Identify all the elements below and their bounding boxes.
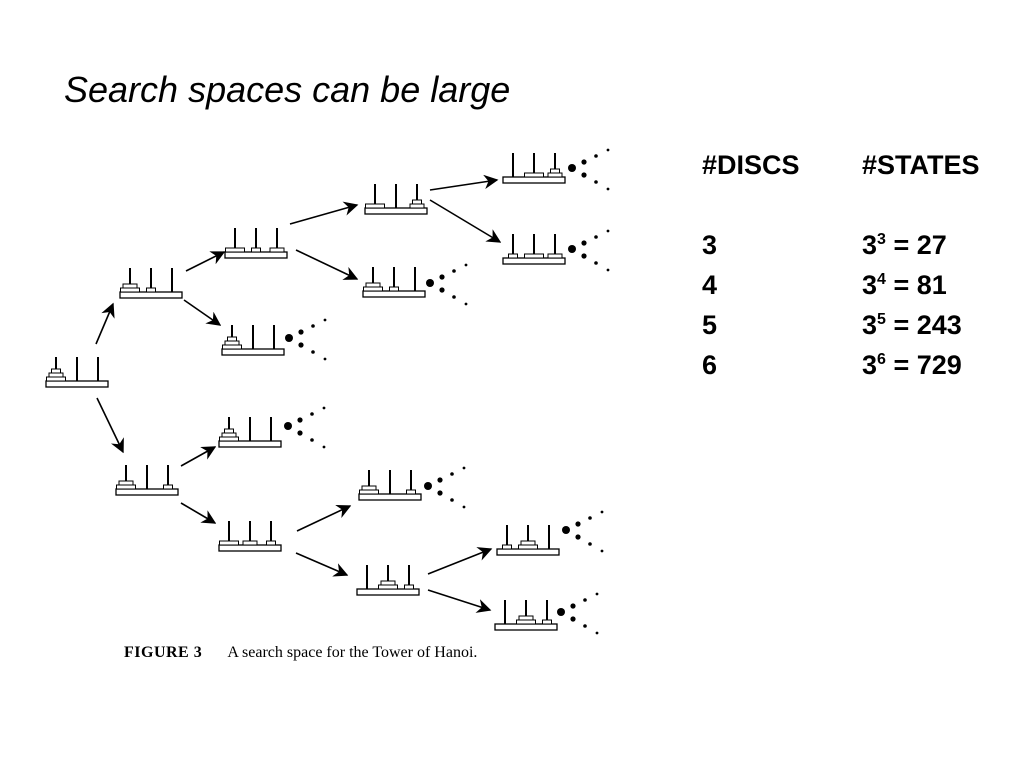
continuation-dots	[284, 406, 326, 449]
transition-arrow	[427, 589, 492, 613]
hanoi-state	[362, 267, 426, 298]
hanoi-state	[502, 234, 566, 265]
hanoi-state	[119, 268, 183, 299]
figure-caption-label: FIGURE 3	[124, 644, 203, 661]
search-tree-edges	[95, 174, 502, 613]
continuation-dots	[562, 510, 604, 553]
transition-arrow	[295, 552, 349, 577]
discs-header: #DISCS	[702, 150, 800, 180]
hanoi-state	[221, 325, 285, 356]
states-value: 35 = 243	[862, 310, 962, 340]
discs-value: 6	[702, 350, 718, 380]
transition-arrow	[180, 446, 217, 467]
transition-arrow	[180, 502, 217, 524]
transition-arrow	[95, 302, 115, 345]
hanoi-state	[502, 153, 566, 184]
states-header: #STATES	[862, 150, 980, 180]
discs-value: 4	[702, 270, 718, 300]
transition-arrow	[427, 547, 493, 575]
states-value: 36 = 729	[862, 350, 962, 380]
continuation-dots	[568, 229, 610, 272]
hanoi-state	[364, 184, 428, 215]
continuation-dots	[426, 263, 468, 306]
continuation-dots	[424, 466, 466, 509]
transition-arrow	[429, 199, 502, 243]
continuation-dots	[568, 148, 610, 191]
states-value: 33 = 27	[862, 230, 947, 260]
continuation-dots	[284, 148, 610, 635]
transition-arrow	[295, 249, 359, 280]
hanoi-state	[224, 228, 288, 259]
hanoi-state	[115, 465, 179, 496]
slide-title: Search spaces can be large	[64, 69, 511, 110]
transition-arrow	[429, 174, 499, 191]
hanoi-state	[218, 521, 282, 552]
transition-arrow	[183, 299, 222, 326]
transition-arrow	[185, 251, 226, 272]
figure-caption: FIGURE 3 A search space for the Tower of…	[124, 644, 477, 662]
hanoi-state	[218, 417, 282, 448]
hanoi-state	[356, 565, 420, 596]
hanoi-state	[494, 600, 558, 631]
hanoi-state	[358, 470, 422, 501]
continuation-dots	[285, 318, 327, 361]
discs-value: 3	[702, 230, 718, 260]
transition-arrow	[289, 201, 359, 225]
transition-arrow	[296, 505, 352, 532]
hanoi-state	[45, 357, 109, 388]
figure-caption-text: A search space for the Tower of Hanoi.	[227, 644, 478, 661]
search-tree-states	[45, 153, 566, 631]
hanoi-state	[496, 525, 560, 556]
continuation-dots	[557, 592, 599, 635]
discs-value: 5	[702, 310, 718, 340]
transition-arrow	[96, 397, 124, 454]
states-value: 34 = 81	[862, 270, 947, 300]
